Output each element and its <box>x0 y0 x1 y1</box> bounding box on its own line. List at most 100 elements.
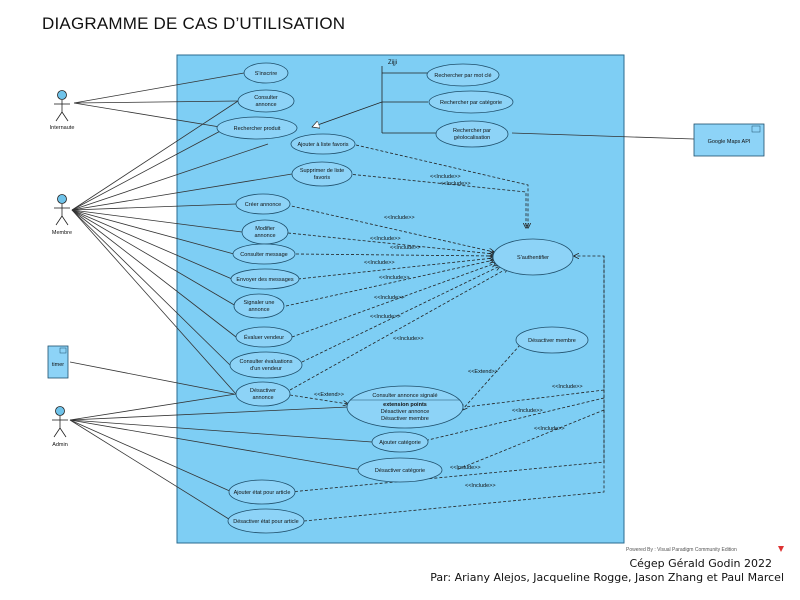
include-label: <<Include>> <box>465 483 496 489</box>
svg-text:annonce: annonce <box>254 233 275 239</box>
usecase-creer-annonce[interactable]: Créer annonce <box>235 193 291 215</box>
actor-internaute[interactable]: Internaute <box>50 90 75 132</box>
usecase-rechercher-categorie[interactable]: Rechercher par catégorie <box>428 90 514 114</box>
svg-text:géolocalisation: géolocalisation <box>454 135 490 141</box>
svg-text:Admin: Admin <box>52 442 68 448</box>
svg-text:Rechercher par mot clé: Rechercher par mot clé <box>434 73 491 79</box>
include-label: <<Include>> <box>393 336 424 342</box>
use-cases: S'inscrire Consulter annonce Rechercher … <box>216 62 589 534</box>
include-label: <<Include>> <box>374 295 405 301</box>
usecase-desactiver-membre[interactable]: Désactiver membre <box>515 326 589 354</box>
svg-text:Signaler une: Signaler une <box>244 300 275 306</box>
footer-authors: Par: Ariany Alejos, Jacqueline Rogge, Ja… <box>430 571 784 584</box>
svg-text:Internaute: Internaute <box>50 125 75 131</box>
usecase-rechercher-produit[interactable]: Rechercher produit <box>216 116 298 140</box>
include-label: <<Include>> <box>370 314 401 320</box>
svg-text:Ajouter état pour article: Ajouter état pour article <box>234 490 291 496</box>
include-label: <<Include>> <box>450 465 481 471</box>
svg-text:Évaluer vendeur: Évaluer vendeur <box>244 334 284 341</box>
component-icon <box>59 347 67 354</box>
svg-text:Rechercher par: Rechercher par <box>453 128 491 134</box>
generalization-lines <box>312 66 438 134</box>
visual-paradigm-logo-icon <box>778 546 784 552</box>
include-label: <<Include>> <box>379 275 410 281</box>
include-label: <<Include>> <box>534 426 565 432</box>
svg-text:Consulter message: Consulter message <box>240 252 287 258</box>
extend-label: <<Extend>> <box>314 392 344 398</box>
actor-head-icon <box>55 406 65 416</box>
usecase-desactiver-categorie[interactable]: Désactiver catégorie <box>357 457 443 483</box>
timer-component[interactable]: timer <box>47 345 69 379</box>
usecase-ajouter-etat[interactable]: Ajouter état pour article <box>228 479 296 505</box>
usecase-desactiver-annonce[interactable]: Désactiver annonce <box>235 381 291 407</box>
svg-text:Consulter annonce signalé: Consulter annonce signalé <box>372 393 437 399</box>
svg-text:Ajouter à liste favoris: Ajouter à liste favoris <box>297 142 348 148</box>
usecase-envoyer-messages[interactable]: Envoyer des messages <box>230 268 300 290</box>
svg-text:Membre: Membre <box>52 230 72 236</box>
usecase-evaluer-vendeur[interactable]: Évaluer vendeur <box>235 326 293 348</box>
svg-text:Désactiver: Désactiver <box>250 388 276 394</box>
usecase-consulter-annonce[interactable]: Consulter annonce <box>237 89 295 113</box>
svg-text:timer: timer <box>52 362 64 368</box>
svg-text:Ajouter catégorie: Ajouter catégorie <box>379 440 421 446</box>
svg-text:Consulter: Consulter <box>254 95 278 101</box>
include-label: <<Include>> <box>390 245 421 251</box>
svg-text:annonce: annonce <box>252 395 273 401</box>
svg-text:Supprimer de liste: Supprimer de liste <box>300 168 344 174</box>
svg-text:S'inscrire: S'inscrire <box>255 71 277 77</box>
actor-admin[interactable]: Admin <box>52 406 68 449</box>
google-maps-component[interactable]: Google Maps API <box>693 123 765 157</box>
svg-text:Modifier: Modifier <box>255 226 275 232</box>
include-label: <<Include>> <box>370 236 401 242</box>
svg-text:d'un vendeur: d'un vendeur <box>250 366 282 372</box>
svg-text:Désactiver état pour article: Désactiver état pour article <box>233 519 298 525</box>
usecase-rechercher-mot-cle[interactable]: Rechercher par mot clé <box>426 63 500 87</box>
extend-label: <<Extend>> <box>468 369 498 375</box>
svg-text:Désactiver catégorie: Désactiver catégorie <box>375 468 425 474</box>
zijji-label: Zijji <box>388 60 397 66</box>
include-label: <<Include>> <box>364 260 395 266</box>
usecase-modifier-annonce[interactable]: Modifier annonce <box>241 219 289 245</box>
usecase-ajouter-favoris[interactable]: Ajouter à liste favoris <box>290 133 356 155</box>
usecase-rechercher-geolocalisation[interactable]: Rechercher par géolocalisation <box>435 120 509 148</box>
usecase-ajouter-categorie[interactable]: Ajouter catégorie <box>371 431 429 453</box>
include-label: <<Include>> <box>440 181 471 187</box>
svg-text:Désactiver membre: Désactiver membre <box>528 338 576 344</box>
relation-labels: <<Include>> <<Include>> <<Include>> <<In… <box>314 174 583 489</box>
include-label: <<Include>> <box>512 408 543 414</box>
extend-lines <box>289 344 521 410</box>
powered-by-label: Powered By : Visual Paradigm Community E… <box>626 547 737 553</box>
svg-text:S'authentifier: S'authentifier <box>517 255 549 261</box>
svg-text:Envoyer des messages: Envoyer des messages <box>236 277 293 283</box>
actor-membre[interactable]: Membre <box>52 194 72 237</box>
usecase-consulter-evaluations[interactable]: Consulter évaluations d'un vendeur <box>229 351 303 379</box>
usecase-consulter-annonce-signale[interactable]: Consulter annonce signalé extension poin… <box>346 385 464 429</box>
svg-text:Désactiver membre: Désactiver membre <box>381 416 429 422</box>
svg-text:annonce: annonce <box>248 307 269 313</box>
actor-associations <box>69 72 695 522</box>
svg-text:annonce: annonce <box>255 102 276 108</box>
svg-text:Consulter évaluations: Consulter évaluations <box>240 359 293 365</box>
svg-text:Créer annonce: Créer annonce <box>245 202 281 208</box>
usecase-desactiver-etat[interactable]: Désactiver état pour article <box>227 508 305 534</box>
include-label: <<Include>> <box>552 384 583 390</box>
usecase-consulter-message[interactable]: Consulter message <box>232 243 296 265</box>
svg-text:favoris: favoris <box>314 175 330 181</box>
actor-head-icon <box>57 194 67 204</box>
svg-text:Google Maps API: Google Maps API <box>708 139 751 145</box>
actor-head-icon <box>57 90 67 100</box>
svg-text:extension points: extension points <box>383 402 427 408</box>
svg-text:Rechercher par catégorie: Rechercher par catégorie <box>440 100 502 106</box>
include-lines <box>285 144 605 522</box>
component-icon <box>751 125 761 133</box>
include-label: <<Include>> <box>430 174 461 180</box>
page-title: DIAGRAMME DE CAS D’UTILISATION <box>42 14 346 33</box>
svg-text:Désactiver annonce: Désactiver annonce <box>381 409 430 415</box>
svg-text:Rechercher produit: Rechercher produit <box>234 126 281 132</box>
usecase-signaler-annonce[interactable]: Signaler une annonce <box>233 293 285 319</box>
usecase-sauthentifier[interactable]: S'authentifier <box>492 238 574 276</box>
usecase-sinscrire[interactable]: S'inscrire <box>243 62 289 84</box>
usecase-supprimer-favoris[interactable]: Supprimer de liste favoris <box>291 161 353 187</box>
include-label: <<Include>> <box>384 215 415 221</box>
